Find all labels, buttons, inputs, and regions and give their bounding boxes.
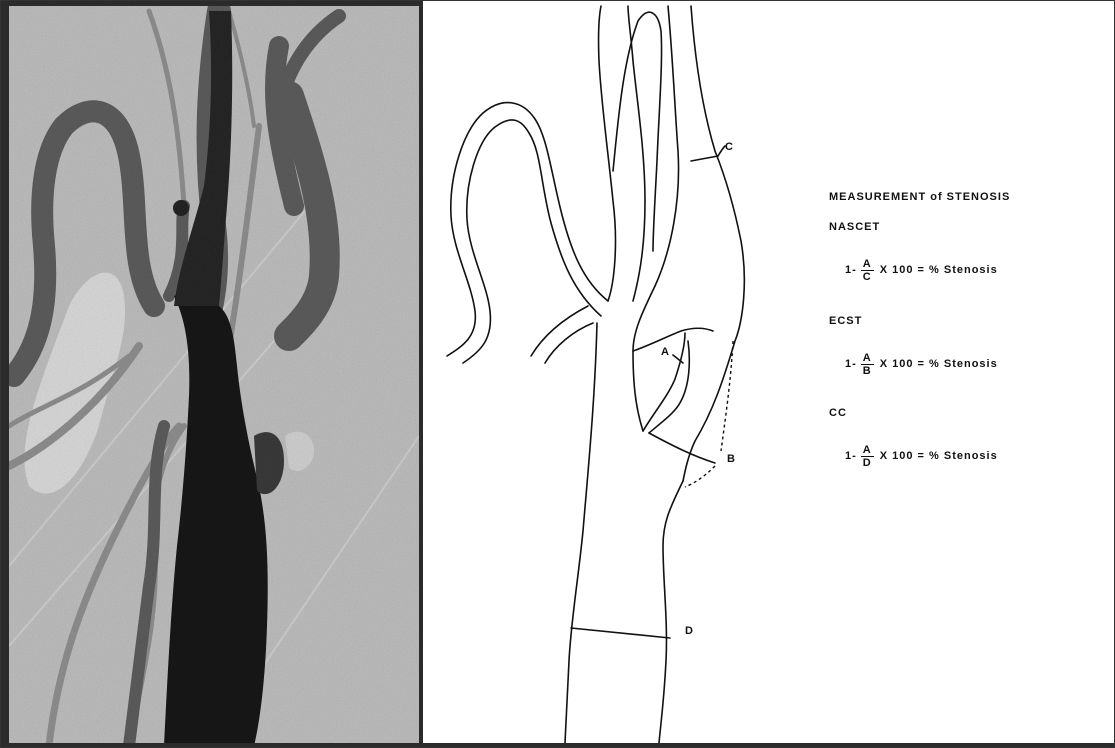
measure-c-leader <box>718 146 725 156</box>
angiogram-image <box>9 6 419 746</box>
frame-bottom-edge <box>1 743 1114 747</box>
formula-nascet-numerator: A <box>861 258 874 271</box>
formula-cc-denominator: D <box>861 457 874 469</box>
formula-nascet-denominator: C <box>861 271 874 283</box>
measurement-title: MEASUREMENT of STENOSIS <box>829 191 1010 203</box>
normal-wall-dashed-lower <box>685 466 715 487</box>
formula-cc-prefix: 1- <box>845 450 857 462</box>
formula-nascet-suffix: X 100 = % Stenosis <box>880 264 998 276</box>
formula-ecst-denominator: B <box>861 365 874 377</box>
formula-ecst-prefix: 1- <box>845 358 857 370</box>
formula-ecst-fraction: A B <box>861 352 874 377</box>
method-ecst-name: ECST <box>829 315 862 327</box>
measure-d-line <box>571 628 670 638</box>
normal-wall-dashed <box>721 341 733 451</box>
formula-cc-numerator: A <box>861 444 874 457</box>
internal-carotid-left-wall <box>633 6 679 431</box>
common-carotid-right-wall <box>659 481 683 743</box>
formula-ecst-suffix: X 100 = % Stenosis <box>880 358 998 370</box>
label-a: A <box>661 346 669 358</box>
formula-nascet-prefix: 1- <box>845 264 857 276</box>
tortuous-branch-outer <box>447 103 608 356</box>
formula-cc-fraction: A D <box>861 444 874 469</box>
stenosis-diagram: C A B D <box>423 1 1114 743</box>
label-d: D <box>685 625 693 637</box>
external-inner-loop <box>613 12 662 251</box>
formula-nascet-fraction: A C <box>861 258 874 283</box>
formula-ecst: 1- A B X 100 = % Stenosis <box>845 347 998 381</box>
external-carotid-right-wall <box>628 6 645 301</box>
lower-branch-outer <box>531 306 588 356</box>
frame-left-edge <box>1 1 9 747</box>
measure-c-line <box>691 156 718 161</box>
formula-cc-suffix: X 100 = % Stenosis <box>880 450 998 462</box>
external-carotid-left-wall <box>599 6 616 301</box>
formula-cc: 1- A D X 100 = % Stenosis <box>845 439 998 473</box>
common-carotid-left-wall <box>565 323 597 743</box>
measure-b-line <box>649 433 715 463</box>
stenosis-residual-lumen <box>649 341 689 433</box>
label-b: B <box>727 453 735 465</box>
stenosis-inner-contour <box>633 328 713 351</box>
method-cc-name: CC <box>829 407 847 419</box>
angiogram-drawing <box>9 6 419 746</box>
method-nascet-name: NASCET <box>829 221 880 233</box>
internal-carotid-right-wall <box>683 6 744 481</box>
formula-ecst-numerator: A <box>861 352 874 365</box>
vessel-outline-drawing: C A B D <box>423 1 1114 743</box>
label-c: C <box>725 141 733 153</box>
formula-nascet: 1- A C X 100 = % Stenosis <box>845 253 998 287</box>
tortuous-branch-inner <box>463 120 601 363</box>
lower-branch-inner <box>545 323 593 363</box>
